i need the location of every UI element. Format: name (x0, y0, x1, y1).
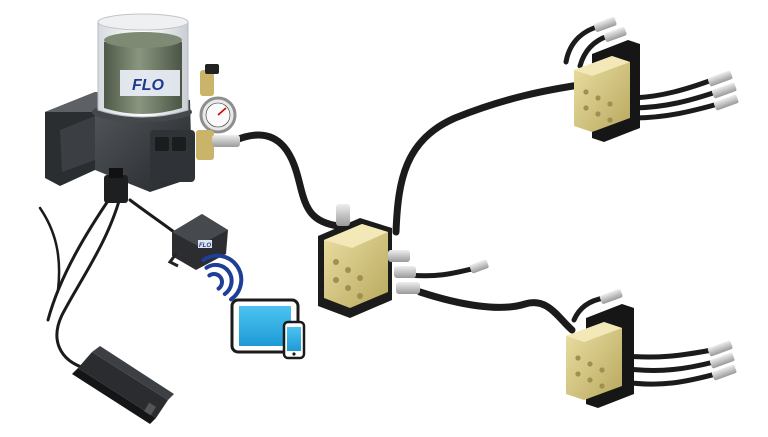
top-right-divider-valve (574, 17, 739, 142)
bottom-right-divider-valve (566, 289, 737, 408)
tablet-icon (230, 298, 300, 354)
hose-center-to-top-divider (392, 80, 590, 236)
module-brand-label: FLO (199, 243, 211, 249)
pump-brand-label: FLO (132, 77, 165, 94)
hose-center-out-1 (407, 265, 479, 279)
hose-bottom-out-2 (619, 359, 717, 373)
phone-icon (282, 320, 306, 360)
hose-center-to-bottom-divider (416, 288, 576, 334)
hose-bottom-out-3 (621, 371, 719, 387)
cable-1 (55, 188, 124, 370)
pump-unit: FLO (45, 13, 240, 203)
cable-3 (38, 206, 61, 292)
center-divider-valve (318, 204, 489, 318)
cable-4 (128, 198, 180, 237)
cable-2 (46, 193, 114, 322)
wireless-signal-icon (201, 253, 244, 302)
controller-box (72, 346, 174, 424)
hose-top-out-4 (627, 89, 719, 111)
hose-top-out-5 (629, 101, 721, 121)
hose-pump-to-center-divider (232, 131, 342, 230)
wireless-module: FLO (167, 214, 228, 270)
